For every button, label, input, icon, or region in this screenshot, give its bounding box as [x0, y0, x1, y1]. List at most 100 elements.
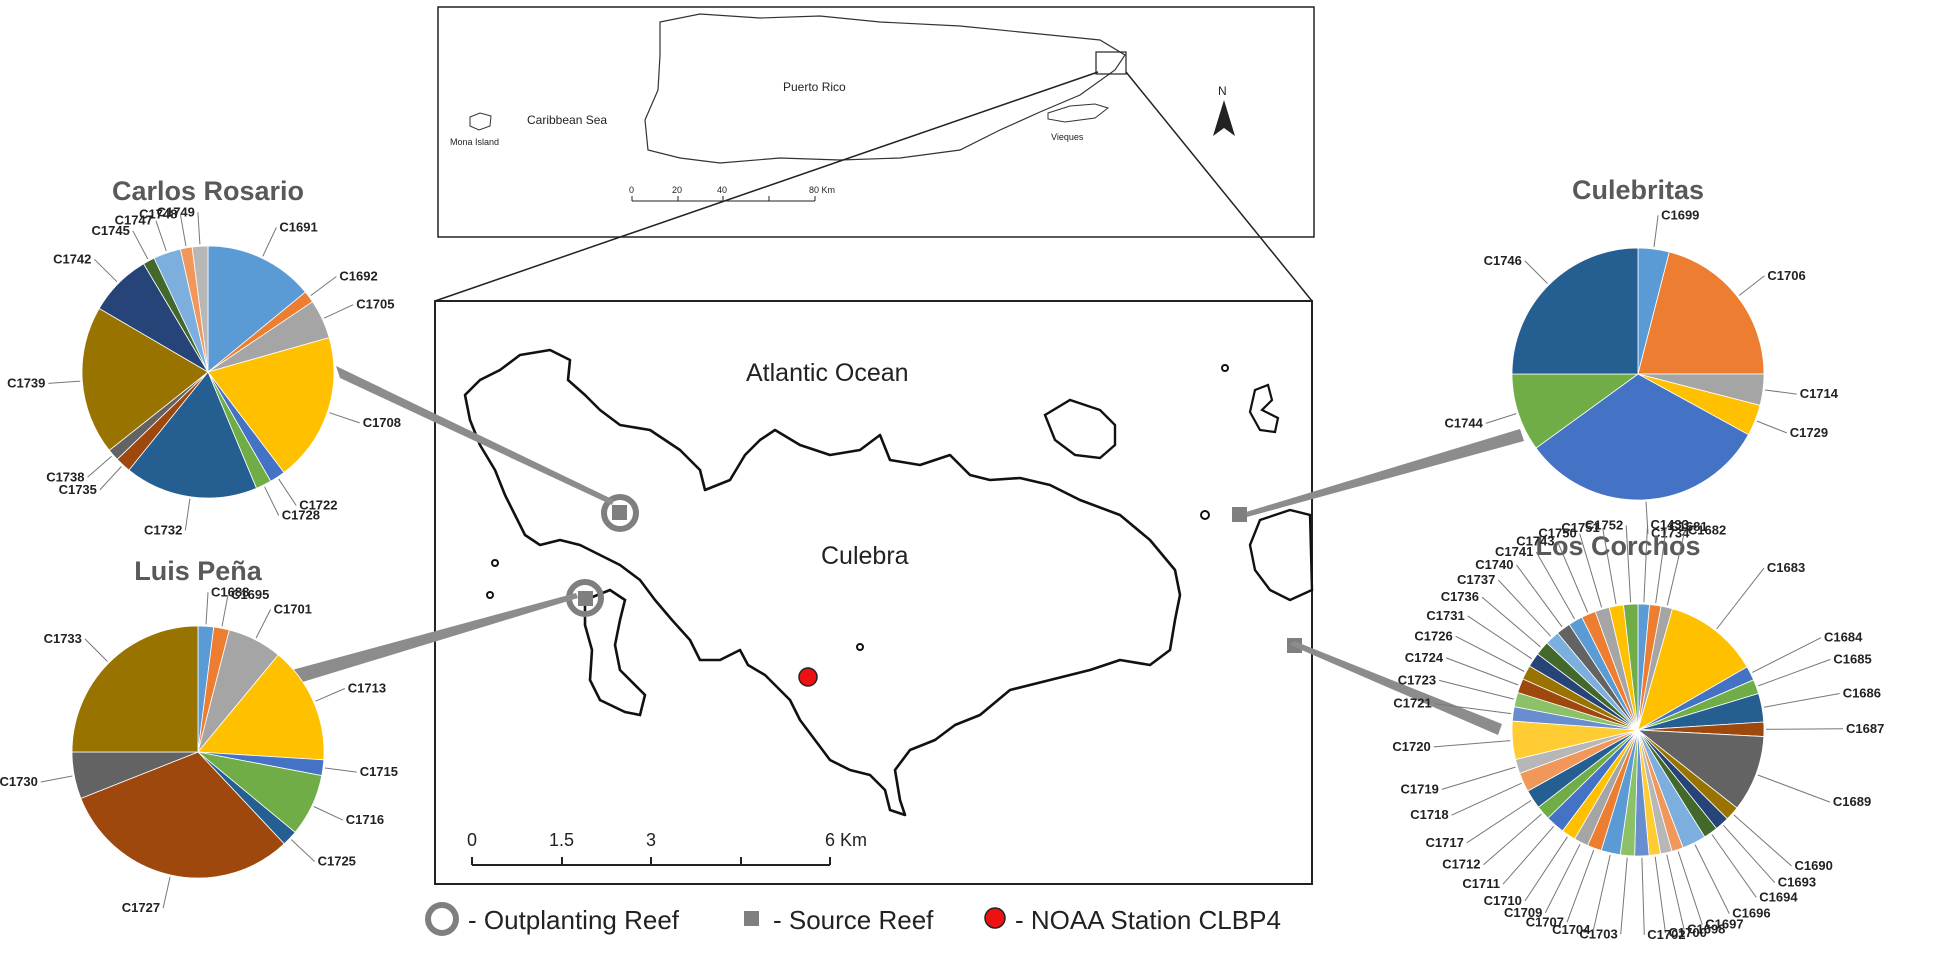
leader-line	[1666, 854, 1685, 930]
slice-label-c1724: C1724	[1405, 650, 1444, 665]
slice-label-c1725: C1725	[318, 854, 356, 869]
vieques-outline	[1047, 103, 1110, 123]
leader-line	[87, 455, 112, 478]
slice-label-c1747: C1747	[115, 213, 153, 228]
connector-culebritas	[1246, 429, 1524, 517]
slice-label-c1718: C1718	[1410, 807, 1448, 822]
scale-tick-0: 0	[467, 830, 477, 850]
islet	[1200, 510, 1210, 520]
slice-label-c1713: C1713	[348, 681, 386, 696]
leader-line	[1716, 567, 1765, 630]
slice-label-c1748: C1748	[139, 206, 177, 221]
leader-line	[278, 478, 297, 506]
slice-label-c1699: C1699	[1661, 207, 1699, 222]
leader-line	[1654, 856, 1666, 934]
culebra-island-outline	[463, 348, 1182, 817]
puerto-rico-label: Puerto Rico	[783, 80, 846, 94]
slice-label-c1687: C1687	[1846, 721, 1884, 736]
noaa-station-marker	[798, 667, 818, 687]
leader-line	[162, 876, 171, 909]
leader-line	[1438, 679, 1514, 700]
scale-tick-3: 3	[646, 830, 656, 850]
leader-line	[132, 230, 149, 260]
connector-los-corchos	[1290, 641, 1502, 735]
legend: - Outplanting Reef - Source Reef - NOAA …	[425, 902, 1281, 936]
inset-scale-tick-40: 40	[717, 185, 727, 195]
slice-label-c1719: C1719	[1400, 781, 1438, 796]
cay-ne-outline	[1248, 383, 1280, 434]
leader-line	[262, 227, 277, 257]
slice-label-c1693: C1693	[1778, 875, 1816, 890]
leader-line	[313, 806, 344, 821]
leader-line	[1653, 215, 1659, 248]
slice-label-c1697: C1697	[1705, 917, 1743, 932]
zoom-line-right	[1125, 71, 1313, 302]
culebrita-cay-outline	[1043, 398, 1117, 460]
leader-line	[1502, 825, 1555, 885]
pie-slice-c1733	[71, 625, 199, 753]
leader-line	[315, 688, 345, 702]
connector-carlos-rosario	[336, 366, 614, 505]
leader-line	[1641, 857, 1645, 935]
inset-scale-tick-80: 80 Km	[809, 185, 835, 195]
slice-label-c1736: C1736	[1441, 589, 1479, 604]
slice-label-c1717: C1717	[1425, 835, 1463, 850]
pie-title-luis-pena: Luis Peña	[134, 556, 263, 586]
leader-line	[1655, 526, 1667, 604]
leader-line	[1466, 799, 1532, 844]
pie-title-carlos-rosario: Carlos Rosario	[112, 176, 304, 206]
main-scale-bar: 0 1.5 3 6 Km	[467, 830, 867, 866]
leader-line	[94, 258, 118, 283]
source-reef-marker-carlos-rosario	[612, 505, 627, 520]
slice-label-c1689: C1689	[1833, 794, 1871, 809]
slice-label-c1696: C1696	[1732, 906, 1770, 921]
pie-slice-c1706	[1637, 251, 1765, 375]
slice-label-c1737: C1737	[1457, 572, 1495, 587]
caribbean-sea-label: Caribbean Sea	[527, 113, 607, 127]
slice-label-c1730: C1730	[0, 774, 38, 789]
slice-label-c1726: C1726	[1414, 628, 1452, 643]
leader-line	[1602, 528, 1617, 604]
luis-pena-cay-outline	[583, 588, 647, 717]
slice-label-c1723: C1723	[1398, 672, 1436, 687]
leader-line	[1524, 260, 1548, 284]
culebra-label: Culebra	[821, 542, 909, 570]
slice-label-c1751: C1751	[1561, 520, 1599, 535]
legend-outplanting-reef-label: - Outplanting Reef	[468, 905, 680, 935]
inset-scale-tick-0: 0	[629, 185, 634, 195]
leader-line	[48, 380, 81, 384]
slice-label-c1715: C1715	[360, 764, 398, 779]
pie-slice-c1749	[191, 245, 209, 373]
leader-line	[1516, 564, 1563, 628]
slice-label-c1710: C1710	[1484, 893, 1522, 908]
slice-label-c1708: C1708	[363, 415, 401, 430]
pie-slice-c1732	[128, 371, 257, 499]
leader-line	[1738, 275, 1765, 296]
pie-slice-c1727	[80, 751, 285, 879]
slice-label-c1707: C1707	[1526, 914, 1564, 929]
scale-tick-6-km: 6 Km	[825, 830, 867, 850]
leader-line	[1764, 389, 1797, 395]
leader-line	[1544, 843, 1581, 914]
slice-label-c1739: C1739	[7, 375, 45, 390]
leader-line	[290, 839, 315, 862]
leader-line	[1752, 637, 1822, 673]
slice-label-c1701: C1701	[274, 601, 312, 616]
pie-slice-c1689	[1636, 729, 1765, 809]
north-arrow-icon	[1213, 100, 1235, 136]
leader-line	[1666, 530, 1686, 606]
inset-scale-tick-20: 20	[672, 185, 682, 195]
slice-label-c1745: C1745	[91, 223, 129, 238]
leader-line	[1711, 834, 1757, 898]
slice-label-c1694: C1694	[1759, 889, 1798, 904]
slice-label-c1749: C1749	[157, 204, 195, 219]
slice-label-c1750: C1750	[1538, 526, 1576, 541]
slice-label-c1700: C1700	[1669, 925, 1707, 940]
slice-label-c1752: C1752	[1585, 517, 1623, 532]
leader-line	[1758, 658, 1831, 687]
slice-label-c1743: C1743	[1516, 534, 1554, 549]
puerto-rico-outline	[644, 13, 1126, 164]
slice-label-c1692: C1692	[339, 269, 377, 284]
pie-slice-c1734	[1535, 373, 1749, 501]
scale-tick-1-5: 1.5	[549, 830, 574, 850]
